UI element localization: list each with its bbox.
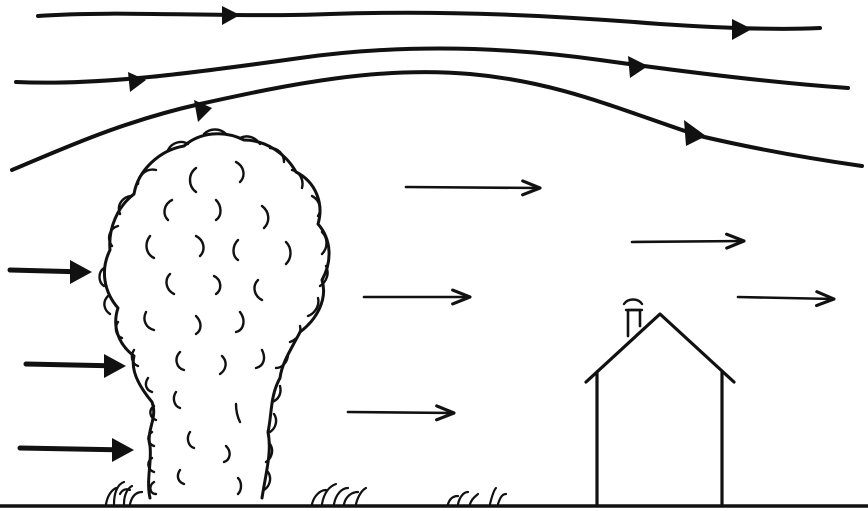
- windbreak-tree: [100, 130, 330, 499]
- chimney-icon: [624, 300, 642, 337]
- incoming-wind-arrowhead-middle: [104, 354, 126, 378]
- incoming-wind-arrow-bottom: [20, 448, 128, 450]
- streamline-top: [38, 13, 820, 29]
- streamline-middle-arrowhead-2: [628, 56, 648, 78]
- streamline-bottom-arrowhead-2: [684, 120, 706, 146]
- streamline-middle-arrowhead-1: [128, 72, 146, 92]
- grass-tuft-2: [312, 484, 366, 504]
- tree-crown-scallops: [100, 130, 328, 495]
- incoming-wind-arrowhead-top: [70, 260, 92, 284]
- chimney-cap: [624, 300, 642, 311]
- streamline-bottom: [12, 72, 862, 170]
- house-icon: [586, 300, 734, 505]
- grass-tuft-3: [448, 488, 506, 504]
- sheltered-arrow-4: [738, 297, 834, 299]
- streamline-top-arrowhead-1: [222, 6, 240, 25]
- house-roof: [586, 314, 734, 382]
- sheltered-arrow-2: [632, 241, 744, 242]
- sheltered-arrow-1: [406, 187, 540, 188]
- incoming-wind-arrowhead-bottom: [112, 438, 134, 462]
- sheltered-arrow-5: [348, 412, 454, 413]
- grass-tuft-1: [106, 482, 142, 504]
- incoming-wind-arrows: [10, 260, 134, 462]
- grass-tufts: [106, 482, 506, 504]
- upper-streamlines: [12, 6, 862, 170]
- streamline-top-arrowhead-2: [732, 19, 752, 40]
- tree-crown-outline: [104, 134, 329, 498]
